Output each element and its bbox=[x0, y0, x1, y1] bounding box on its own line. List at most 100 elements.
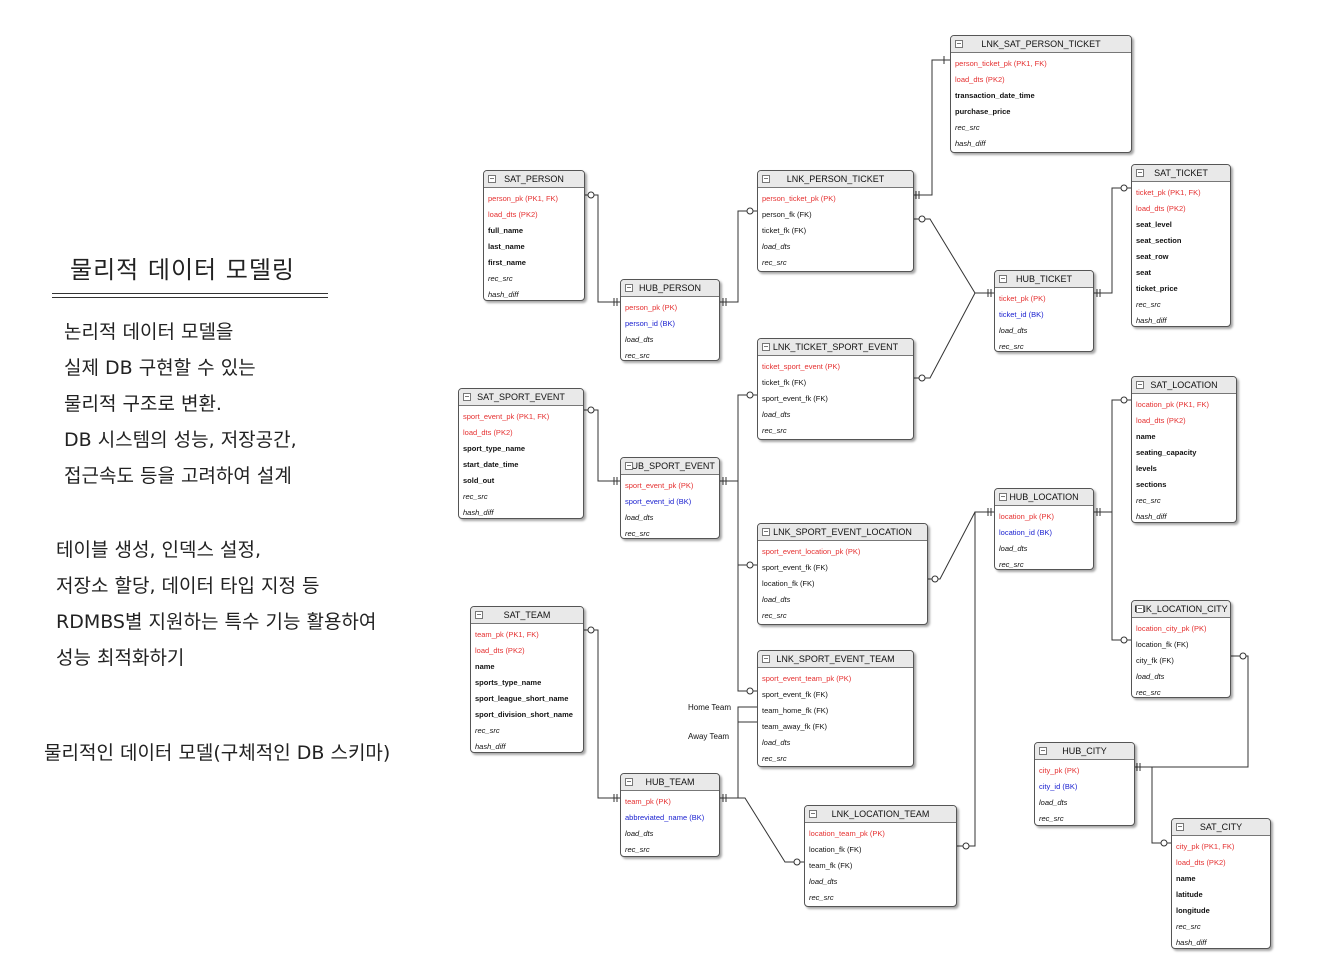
entity-field: rec_src bbox=[955, 123, 980, 132]
entity-field: load_dts bbox=[999, 544, 1028, 553]
entity-field: hash_diff bbox=[488, 290, 519, 299]
collapse-icon[interactable] bbox=[1136, 169, 1144, 177]
entity-field: hash_diff bbox=[1176, 938, 1207, 947]
entity-field: rec_src bbox=[488, 274, 513, 283]
entity-sat-person[interactable]: SAT_PERSON person_pk (PK1, FK) load_dts … bbox=[483, 170, 585, 301]
collapse-icon[interactable] bbox=[1039, 747, 1047, 755]
collapse-icon[interactable] bbox=[809, 810, 817, 818]
collapse-icon[interactable] bbox=[1176, 823, 1184, 831]
rel-hub-location-lnk-city bbox=[1093, 511, 1131, 641]
entity-name: HUB_PERSON bbox=[638, 283, 701, 293]
entity-field: full_name bbox=[488, 226, 524, 235]
entity-header: HUB_CITY bbox=[1035, 743, 1134, 760]
entity-field: location_id (BK) bbox=[999, 528, 1052, 537]
entity-hub-team[interactable]: HUB_TEAM team_pk (PK) abbreviated_name (… bbox=[620, 773, 720, 857]
entity-field: rec_src bbox=[1136, 496, 1161, 505]
optimization-block: 테이블 생성, 인덱스 설정, 저장소 할당, 데이터 타입 지정 등 RDMB… bbox=[56, 532, 376, 676]
entity-hub-location[interactable]: HUB_LOCATION location_pk (PK) location_i… bbox=[994, 488, 1094, 570]
collapse-icon[interactable] bbox=[1136, 605, 1144, 613]
entity-field: hash_diff bbox=[1136, 512, 1167, 521]
entity-field: sport_league_short_name bbox=[475, 694, 569, 703]
optimization-line: RDMBS별 지원하는 특수 기능 활용하여 bbox=[56, 611, 377, 633]
entity-field: ticket_sport_event (PK) bbox=[762, 362, 840, 371]
collapse-icon[interactable] bbox=[762, 175, 770, 183]
entity-field: load_dts bbox=[625, 513, 654, 522]
entity-field: team_pk (PK1, FK) bbox=[475, 630, 539, 639]
collapse-icon[interactable] bbox=[762, 343, 770, 351]
entity-name: SAT_TEAM bbox=[503, 610, 551, 620]
entity-name: HUB_TICKET bbox=[1015, 274, 1072, 284]
cardinality-markers bbox=[587, 184, 1247, 866]
entity-field: ticket_price bbox=[1136, 284, 1178, 293]
collapse-icon[interactable] bbox=[955, 40, 963, 48]
entity-lnk-sport-event-location[interactable]: LNK_SPORT_EVENT_LOCATION sport_event_loc… bbox=[757, 523, 928, 625]
collapse-icon[interactable] bbox=[488, 175, 496, 183]
entity-field: longitude bbox=[1176, 906, 1210, 915]
entity-field: load_dts bbox=[1039, 798, 1068, 807]
entity-field: seat_level bbox=[1136, 220, 1172, 229]
optimization-line: 성능 최적화하기 bbox=[56, 647, 185, 669]
entity-field: load_dts (PK2) bbox=[955, 75, 1005, 84]
entity-header: LNK_SPORT_EVENT_LOCATION bbox=[758, 524, 927, 541]
entity-lnk-sat-person-ticket[interactable]: LNK_SAT_PERSON_TICKET person_ticket_pk (… bbox=[950, 35, 1132, 153]
collapse-icon[interactable] bbox=[625, 284, 633, 292]
entity-field: load_dts bbox=[809, 877, 838, 886]
description-line: DB 시스템의 성능, 저장공간, bbox=[64, 429, 297, 451]
entity-field: sport_division_short_name bbox=[475, 710, 573, 719]
entity-field: location_pk (PK) bbox=[999, 512, 1055, 521]
description-line: 접근속도 등을 고려하여 설계 bbox=[64, 465, 292, 487]
entity-hub-ticket[interactable]: HUB_TICKET ticket_pk (PK) ticket_id (BK)… bbox=[994, 270, 1094, 352]
entity-field: location_fk (FK) bbox=[1136, 640, 1189, 649]
entity-field: sport_event_location_pk (PK) bbox=[762, 547, 861, 556]
collapse-icon[interactable] bbox=[762, 528, 770, 536]
collapse-icon[interactable] bbox=[463, 393, 471, 401]
entity-lnk-sport-event-team[interactable]: LNK_SPORT_EVENT_TEAM sport_event_team_pk… bbox=[757, 650, 914, 767]
entity-lnk-person-ticket[interactable]: LNK_PERSON_TICKET person_ticket_pk (PK) … bbox=[757, 170, 914, 272]
entity-name: SAT_CITY bbox=[1199, 822, 1243, 832]
entity-name: SAT_LOCATION bbox=[1150, 380, 1218, 390]
rel-hub-ticket-sat-ticket bbox=[1093, 187, 1131, 294]
entity-hub-sport-event[interactable]: HUB_SPORT_EVENT sport_event_pk (PK) spor… bbox=[620, 457, 720, 539]
collapse-icon[interactable] bbox=[625, 778, 633, 786]
entity-lnk-location-team[interactable]: LNK_LOCATION_TEAM location_team_pk (PK) … bbox=[804, 805, 957, 907]
entity-name: LNK_PERSON_TICKET bbox=[786, 174, 885, 184]
entity-field: rec_src bbox=[762, 258, 787, 267]
entity-name: HUB_LOCATION bbox=[1009, 492, 1079, 502]
collapse-icon[interactable] bbox=[625, 462, 633, 470]
entity-name: LNK_TICKET_SPORT_EVENT bbox=[772, 342, 899, 352]
entity-field: transaction_date_time bbox=[955, 91, 1035, 100]
home-team-label: Home Team bbox=[688, 703, 731, 712]
entity-field: seat_section bbox=[1136, 236, 1182, 245]
entity-field: hash_diff bbox=[955, 139, 986, 148]
entity-name: HUB_TEAM bbox=[645, 777, 695, 787]
entity-sat-city[interactable]: SAT_CITY city_pk (PK1, FK) load_dts (PK2… bbox=[1171, 818, 1271, 949]
entity-field: rec_src bbox=[1039, 814, 1064, 823]
entity-sat-sport-event[interactable]: SAT_SPORT_EVENT sport_event_pk (PK1, FK)… bbox=[458, 388, 584, 519]
entity-sat-ticket[interactable]: SAT_TICKET ticket_pk (PK1, FK) load_dts … bbox=[1131, 164, 1231, 327]
entity-field: location_fk (FK) bbox=[762, 579, 815, 588]
collapse-icon[interactable] bbox=[475, 611, 483, 619]
entity-sat-team[interactable]: SAT_TEAM team_pk (PK1, FK) load_dts (PK2… bbox=[470, 606, 584, 753]
entity-name: SAT_PERSON bbox=[504, 174, 564, 184]
entity-field: load_dts (PK2) bbox=[1136, 204, 1186, 213]
entity-header: SAT_LOCATION bbox=[1132, 377, 1236, 394]
entity-lnk-ticket-sport-event[interactable]: LNK_TICKET_SPORT_EVENT ticket_sport_even… bbox=[757, 338, 914, 440]
entity-field: ticket_fk (FK) bbox=[762, 226, 807, 235]
rel-lnk-location-team-hub-location bbox=[955, 511, 994, 847]
entity-hub-city[interactable]: HUB_CITY city_pk (PK) city_id (BK) load_… bbox=[1034, 742, 1135, 826]
collapse-icon[interactable] bbox=[999, 275, 1007, 283]
entity-hub-person[interactable]: HUB_PERSON person_pk (PK) person_id (BK)… bbox=[620, 279, 720, 361]
description-line: 실제 DB 구현할 수 있는 bbox=[64, 357, 256, 379]
entity-header: LNK_TICKET_SPORT_EVENT bbox=[758, 339, 913, 356]
entity-field: team_home_fk (FK) bbox=[762, 706, 829, 715]
entity-field: person_ticket_pk (PK1, FK) bbox=[955, 59, 1047, 68]
entity-field: ticket_pk (PK) bbox=[999, 294, 1046, 303]
entity-lnk-location-city[interactable]: LNK_LOCATION_CITY location_city_pk (PK) … bbox=[1131, 600, 1231, 698]
entity-sat-location[interactable]: SAT_LOCATION location_pk (PK1, FK) load_… bbox=[1131, 376, 1237, 523]
entity-field: ticket_pk (PK1, FK) bbox=[1136, 188, 1201, 197]
entity-field: seat bbox=[1136, 268, 1152, 277]
collapse-icon[interactable] bbox=[762, 655, 770, 663]
collapse-icon[interactable] bbox=[999, 493, 1007, 501]
entity-header: HUB_TEAM bbox=[621, 774, 719, 791]
collapse-icon[interactable] bbox=[1136, 381, 1144, 389]
